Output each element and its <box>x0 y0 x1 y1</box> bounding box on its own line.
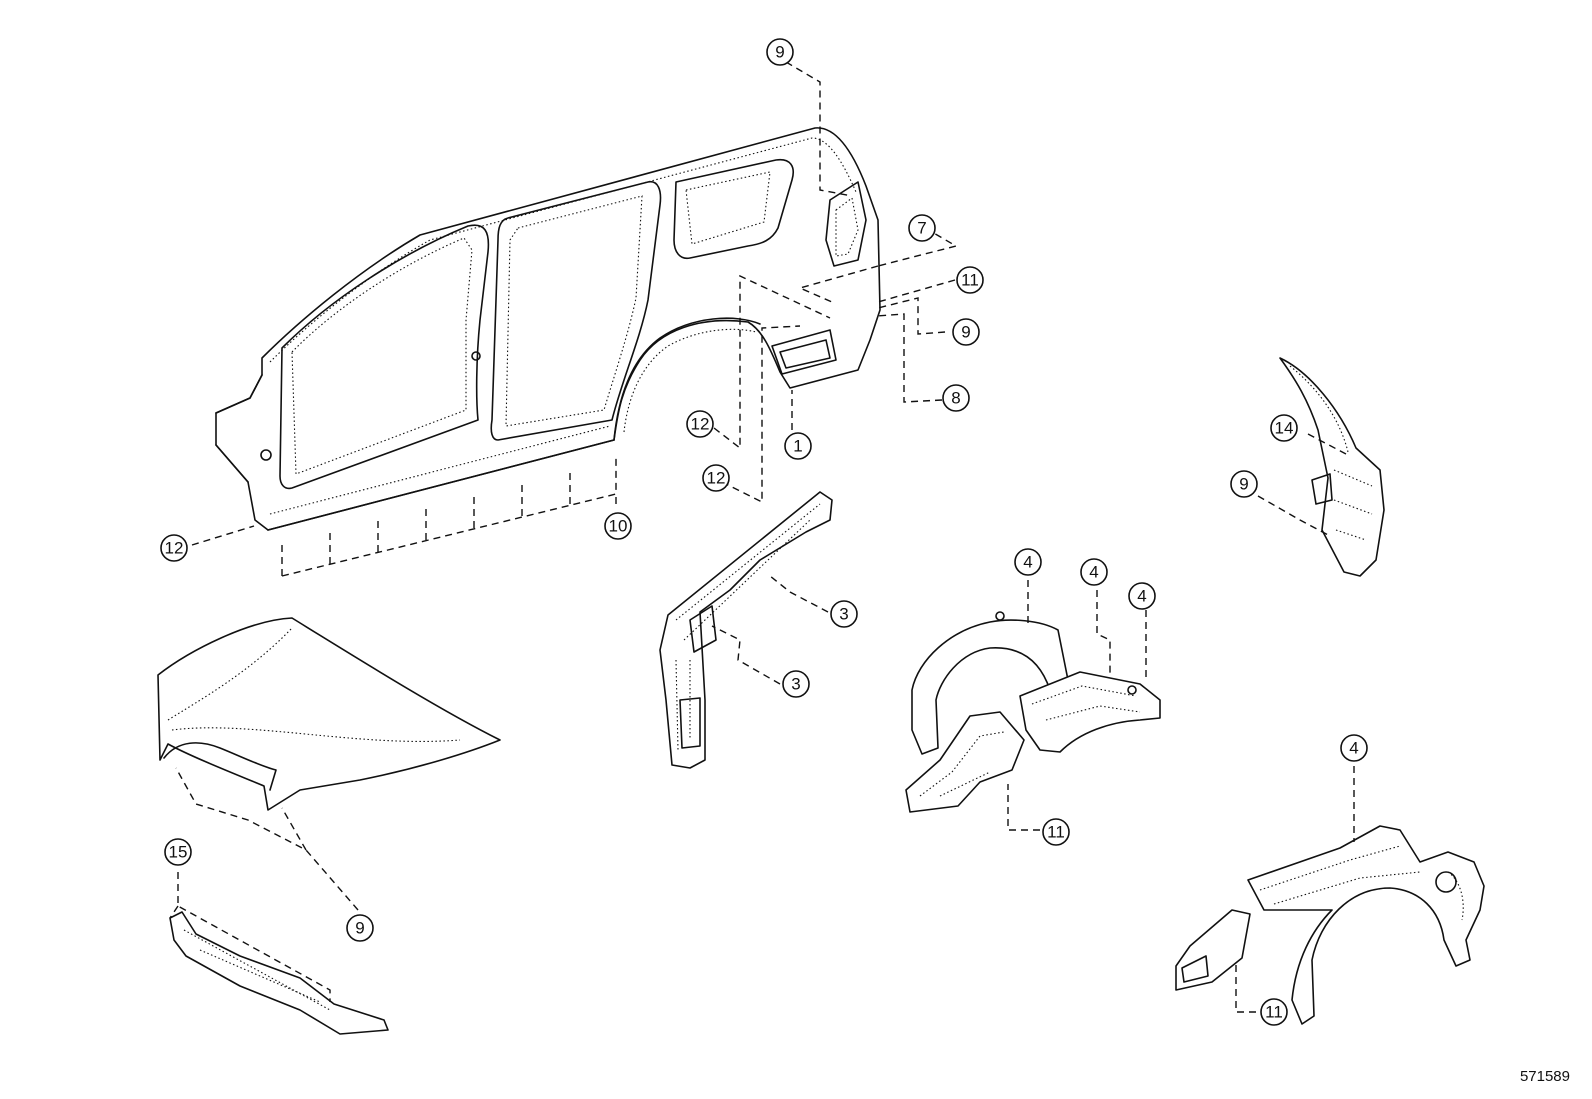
callout-14[interactable]: 14 <box>1270 414 1298 442</box>
callout-4-a[interactable]: 4 <box>1014 548 1042 576</box>
hood[interactable] <box>157 617 501 811</box>
callout-1[interactable]: 1 <box>784 432 812 460</box>
svg-text:9: 9 <box>961 323 970 342</box>
callout-4-c[interactable]: 4 <box>1128 582 1156 610</box>
callout-9-top[interactable]: 9 <box>766 38 794 66</box>
svg-text:12: 12 <box>707 469 726 488</box>
svg-text:4: 4 <box>1023 553 1032 572</box>
front-wheelhouse[interactable] <box>905 611 1161 813</box>
callout-7[interactable]: 7 <box>908 214 936 242</box>
svg-text:4: 4 <box>1137 587 1146 606</box>
rear-wheelhouse-inner[interactable] <box>1175 825 1485 1025</box>
svg-text:9: 9 <box>355 919 364 938</box>
svg-text:10: 10 <box>609 517 628 536</box>
callout-10[interactable]: 10 <box>604 512 632 540</box>
center-pillar[interactable] <box>659 491 833 769</box>
callout-15[interactable]: 15 <box>164 838 192 866</box>
svg-text:7: 7 <box>917 219 926 238</box>
diagram-id: 571589 <box>1519 1068 1570 1085</box>
svg-text:3: 3 <box>839 605 848 624</box>
callout-9-b[interactable]: 9 <box>952 318 980 346</box>
svg-text:9: 9 <box>1239 475 1248 494</box>
callout-11-a[interactable]: 11 <box>956 266 984 294</box>
body-side-panel[interactable] <box>215 127 881 531</box>
svg-text:9: 9 <box>775 43 784 62</box>
svg-text:3: 3 <box>791 675 800 694</box>
callout-9-c[interactable]: 9 <box>1230 470 1258 498</box>
callout-12-b[interactable]: 12 <box>702 464 730 492</box>
hood-support[interactable] <box>169 911 389 1035</box>
rear-wheelhouse[interactable] <box>1279 357 1385 577</box>
svg-text:11: 11 <box>961 271 979 290</box>
callout-12-c[interactable]: 12 <box>160 534 188 562</box>
callout-9-d[interactable]: 9 <box>346 914 374 942</box>
svg-text:15: 15 <box>169 843 188 862</box>
svg-text:12: 12 <box>691 415 710 434</box>
svg-text:4: 4 <box>1349 739 1358 758</box>
svg-text:1: 1 <box>793 437 802 456</box>
svg-text:14: 14 <box>1275 419 1294 438</box>
svg-text:12: 12 <box>165 539 184 558</box>
callout-8[interactable]: 8 <box>942 384 970 412</box>
callout-11-b[interactable]: 11 <box>1042 818 1070 846</box>
leader-lines <box>169 61 1355 1013</box>
svg-text:11: 11 <box>1265 1003 1283 1022</box>
callout-3-b[interactable]: 3 <box>782 670 810 698</box>
callout-3-a[interactable]: 3 <box>830 600 858 628</box>
callout-4-d[interactable]: 4 <box>1340 734 1368 762</box>
callout-11-c[interactable]: 11 <box>1260 998 1288 1026</box>
callout-12-a[interactable]: 12 <box>686 410 714 438</box>
svg-text:11: 11 <box>1047 823 1065 842</box>
svg-text:8: 8 <box>951 389 960 408</box>
callout-4-b[interactable]: 4 <box>1080 558 1108 586</box>
svg-text:4: 4 <box>1089 563 1098 582</box>
